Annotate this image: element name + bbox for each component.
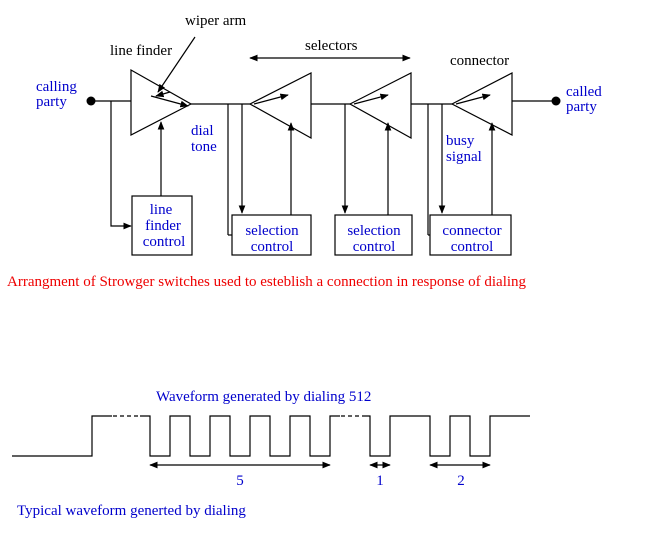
line-finder-control-label-3: control	[143, 234, 186, 250]
selection-control-2-label: selection	[347, 223, 401, 239]
called-party-label: called	[566, 84, 602, 100]
connector-label: connector	[450, 53, 509, 69]
wiper-arm-label: wiper arm	[185, 13, 247, 29]
selection-control-2-label-2: control	[353, 239, 396, 255]
wiper-arm-pointer	[157, 36, 196, 93]
digit-2-label: 2	[457, 473, 465, 489]
line-finder-control-box	[131, 195, 193, 256]
busy-signal-label: busy	[446, 133, 475, 149]
dial-waveform	[12, 415, 530, 457]
selector-switch-2	[348, 72, 412, 140]
digit-5-label: 5	[236, 473, 244, 489]
selection-control-1-label: selection	[245, 223, 299, 239]
dial-tone-label: dial	[191, 123, 214, 139]
waveform-title: Waveform generated by dialing 512	[156, 389, 371, 405]
selection-control-box-2	[334, 214, 413, 256]
selector-switch-1	[248, 72, 312, 140]
line-finder-control-label: line	[150, 202, 173, 218]
line-finder-label: line finder	[110, 43, 172, 59]
called-party-label-2: party	[566, 99, 597, 115]
selectors-label: selectors	[305, 38, 358, 54]
calling-party-label: calling	[36, 79, 77, 95]
waveform-caption: Typical waveform generted by dialing	[17, 503, 246, 519]
digit-1-label: 1	[376, 473, 384, 489]
selection-control-1-label-2: control	[251, 239, 294, 255]
connector-control-label-2: control	[451, 239, 494, 255]
line-finder-control-label-2: finder	[145, 218, 181, 234]
connector-switch	[450, 72, 513, 136]
busy-signal-label-2: signal	[446, 149, 482, 165]
diagram-caption: Arrangment of Strowger switches used to …	[7, 274, 527, 290]
connector-control-label: connector	[442, 223, 501, 239]
dial-tone-label-2: tone	[191, 139, 217, 155]
calling-party-label-2: party	[36, 94, 67, 110]
